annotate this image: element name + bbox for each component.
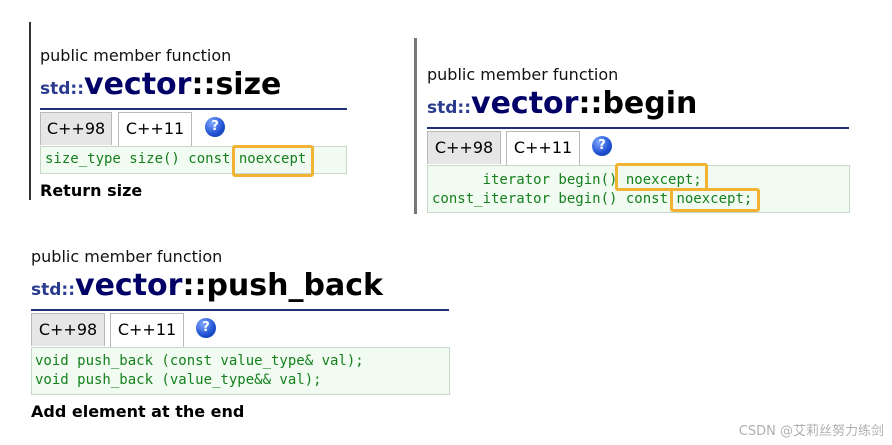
begin-help-icon[interactable]: ?	[592, 136, 612, 156]
begin-code-line-1: iterator begin() noexcept;	[432, 171, 702, 190]
size-noexcept-highlight	[232, 145, 314, 177]
size-tabs: C++98 C++11 ?	[40, 112, 347, 147]
push-back-tabs: C++98 C++11 ?	[31, 313, 449, 348]
begin-member-name: ::begin	[578, 86, 698, 121]
size-code-box: size_type size() const noexcept	[40, 146, 347, 174]
push-back-kicker: public member function	[31, 247, 223, 266]
size-description: Return size	[40, 181, 143, 200]
size-tab-cpp11[interactable]: C++11	[118, 112, 192, 147]
push-back-member-name: ::push_back	[182, 268, 383, 303]
size-panel-left-border	[29, 22, 31, 200]
begin-namespace: std::	[427, 98, 472, 118]
begin-code-line-2-noexcept: noexcept;	[676, 191, 753, 207]
push-back-title-rule	[31, 309, 449, 311]
size-member-name: ::size	[191, 67, 282, 102]
size-code-noexcept: noexcept	[238, 151, 307, 167]
begin-code-line-2-prefix: const_iterator begin() const	[432, 191, 677, 207]
push-back-help-icon[interactable]: ?	[196, 318, 216, 338]
size-namespace: std::	[40, 79, 85, 99]
size-kicker: public member function	[40, 46, 232, 65]
push-back-code-box: void push_back (const value_type& val); …	[31, 347, 450, 395]
begin-code-line-1-noexcept: noexcept;	[625, 172, 702, 188]
begin-title: std::vector::begin	[427, 89, 697, 119]
push-back-title: std::vector::push_back	[31, 271, 383, 301]
push-back-tab-cpp98[interactable]: C++98	[31, 313, 105, 346]
size-tab-cpp98[interactable]: C++98	[40, 112, 112, 145]
push-back-code-line-1: void push_back (const value_type& val);	[35, 353, 364, 369]
watermark: CSDN @艾莉丝努力练剑	[738, 424, 884, 439]
begin-noexcept-highlight-2	[670, 188, 760, 212]
begin-tabs: C++98 C++11 ?	[427, 131, 849, 166]
size-code-prefix: size_type size() const	[45, 151, 239, 167]
size-title: std::vector::size	[40, 70, 281, 100]
push-back-class-name: vector	[75, 268, 183, 303]
size-help-icon[interactable]: ?	[205, 117, 225, 137]
begin-tab-cpp98[interactable]: C++98	[427, 131, 501, 164]
begin-tab-cpp11[interactable]: C++11	[506, 131, 580, 166]
push-back-tab-cpp11[interactable]: C++11	[110, 313, 184, 348]
push-back-description: Add element at the end	[31, 402, 245, 421]
begin-code-line-1-prefix: iterator begin()	[432, 172, 626, 188]
size-class-name: vector	[84, 67, 192, 102]
begin-panel-left-border	[414, 38, 417, 214]
begin-title-rule	[427, 127, 849, 129]
size-code-line: size_type size() const noexcept	[45, 150, 306, 169]
push-back-namespace: std::	[31, 280, 76, 300]
push-back-code-line-2: void push_back (value_type&& val);	[35, 372, 322, 388]
begin-noexcept-highlight-1	[615, 163, 708, 191]
begin-kicker: public member function	[427, 65, 619, 84]
size-title-rule	[40, 108, 347, 110]
begin-code-line-2: const_iterator begin() const noexcept;	[432, 190, 752, 209]
begin-class-name: vector	[471, 86, 579, 121]
